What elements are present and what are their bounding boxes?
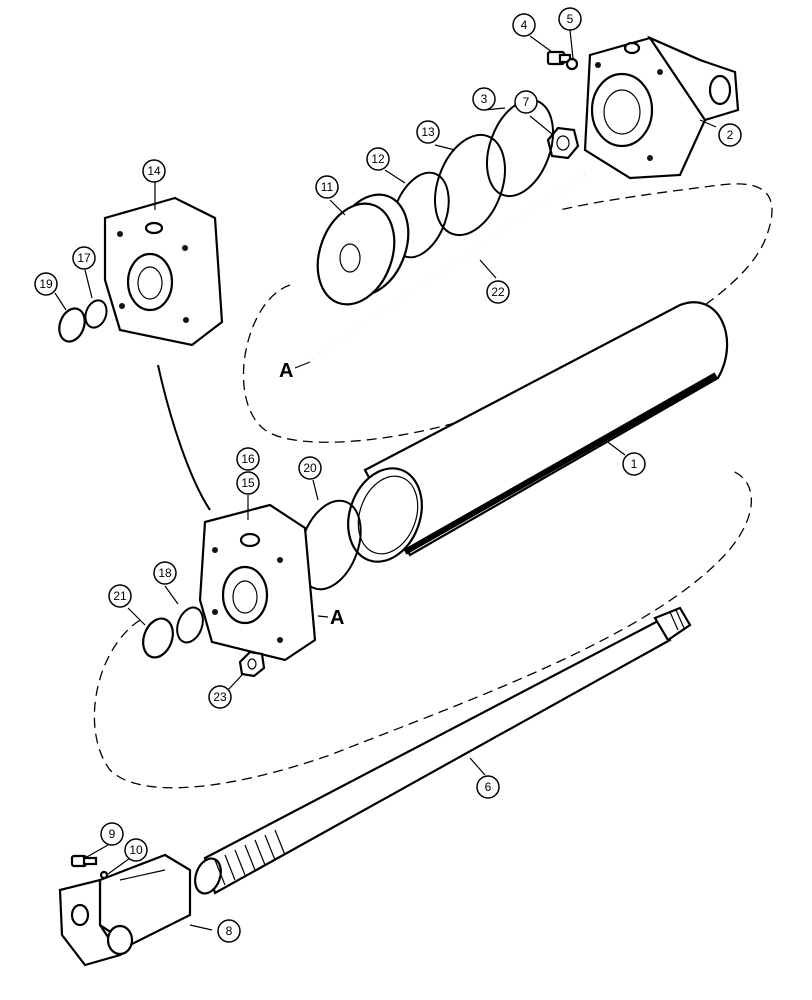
part-15-16-head-assembly	[198, 503, 317, 662]
callout-5: 5	[558, 7, 582, 31]
callout-23: 23	[208, 685, 232, 709]
svg-text:19: 19	[39, 277, 53, 291]
svg-text:23: 23	[213, 690, 227, 704]
part-7-nut	[546, 126, 580, 160]
callout-2: 2	[718, 123, 742, 147]
callout-16: 16	[236, 447, 260, 471]
part-19-wiper	[58, 307, 86, 343]
part-5-washer	[565, 57, 579, 71]
svg-text:3: 3	[481, 92, 488, 106]
part-2-cap-end-housing	[583, 35, 740, 180]
callout-18: 18	[153, 561, 177, 585]
svg-text:5: 5	[567, 12, 574, 26]
callout-15: 15	[236, 471, 260, 495]
svg-text:11: 11	[321, 180, 334, 194]
svg-text:1: 1	[631, 457, 638, 471]
svg-text:2: 2	[727, 128, 734, 142]
part-18-seal	[176, 606, 204, 644]
svg-text:17: 17	[77, 251, 91, 265]
svg-text:8: 8	[226, 924, 233, 938]
callout-11: 11	[315, 175, 339, 199]
ref-letter-a-upper: A	[279, 360, 293, 382]
part-22-tie-rod	[311, 173, 586, 360]
callout-17: 17	[72, 246, 96, 270]
part-9-fitting	[70, 854, 98, 868]
part-17-seal	[84, 299, 108, 329]
callout-19: 19	[34, 272, 58, 296]
svg-text:15: 15	[241, 476, 255, 490]
callout-22: 22	[486, 280, 510, 304]
part-6-piston-rod	[194, 606, 692, 895]
callout-12: 12	[366, 147, 390, 171]
part-10-washer	[99, 870, 109, 880]
callout-4: 4	[512, 13, 536, 37]
leader-lines	[54, 29, 717, 931]
callout-8: 8	[217, 919, 241, 943]
svg-text:10: 10	[129, 843, 143, 857]
svg-text:18: 18	[158, 566, 172, 580]
callout-6: 6	[476, 775, 500, 799]
callout-14: 14	[142, 159, 166, 183]
svg-text:9: 9	[109, 827, 116, 841]
svg-text:16: 16	[241, 452, 255, 466]
lower-dashed-group-outline	[93, 469, 752, 789]
callout-10: 10	[124, 838, 148, 862]
callout-21: 21	[108, 584, 132, 608]
callout-7: 7	[514, 90, 538, 114]
part-4-fitting	[546, 50, 572, 66]
ref-letter-a-lower: A	[330, 607, 344, 629]
connecting-line-14-15	[157, 364, 211, 511]
part-21-wiper	[142, 617, 174, 659]
svg-text:20: 20	[303, 461, 317, 475]
callout-9: 9	[100, 822, 124, 846]
part-1-cylinder-barrel	[347, 301, 729, 563]
part-14-head	[103, 196, 224, 347]
svg-text:7: 7	[523, 95, 530, 109]
svg-text:13: 13	[421, 125, 435, 139]
svg-text:4: 4	[521, 18, 528, 32]
part-11-piston	[316, 193, 410, 306]
part-13-backup-ring	[434, 133, 506, 237]
callout-1: 1	[622, 452, 646, 476]
svg-text:12: 12	[371, 152, 385, 166]
part-8-clevis	[58, 853, 192, 967]
svg-text:6: 6	[485, 780, 492, 794]
svg-text:22: 22	[491, 285, 505, 299]
callout-20: 20	[298, 456, 322, 480]
svg-text:21: 21	[113, 589, 127, 603]
callout-3: 3	[472, 87, 496, 111]
svg-text:14: 14	[147, 164, 161, 178]
part-23-nut	[238, 650, 266, 678]
callout-13: 13	[416, 120, 440, 144]
